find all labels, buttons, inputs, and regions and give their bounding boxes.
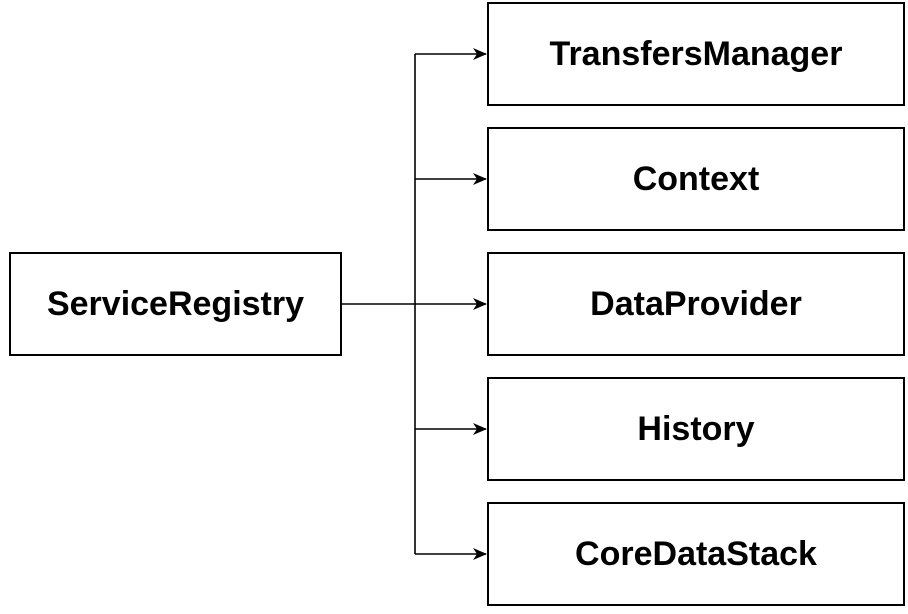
node-label: History bbox=[637, 409, 755, 448]
node-history: History bbox=[487, 377, 905, 481]
node-label: ServiceRegistry bbox=[46, 284, 305, 323]
node-label: CoreDataStack bbox=[575, 534, 817, 573]
node-serviceregistry: ServiceRegistry bbox=[9, 252, 342, 356]
node-label: Context bbox=[632, 159, 760, 198]
node-coredatastack: CoreDataStack bbox=[487, 502, 905, 606]
node-context: Context bbox=[487, 127, 905, 231]
node-label: DataProvider bbox=[590, 284, 802, 323]
node-label: TransfersManager bbox=[549, 34, 843, 73]
node-dataprovider: DataProvider bbox=[487, 252, 905, 356]
node-transfersmanager: TransfersManager bbox=[487, 2, 905, 106]
